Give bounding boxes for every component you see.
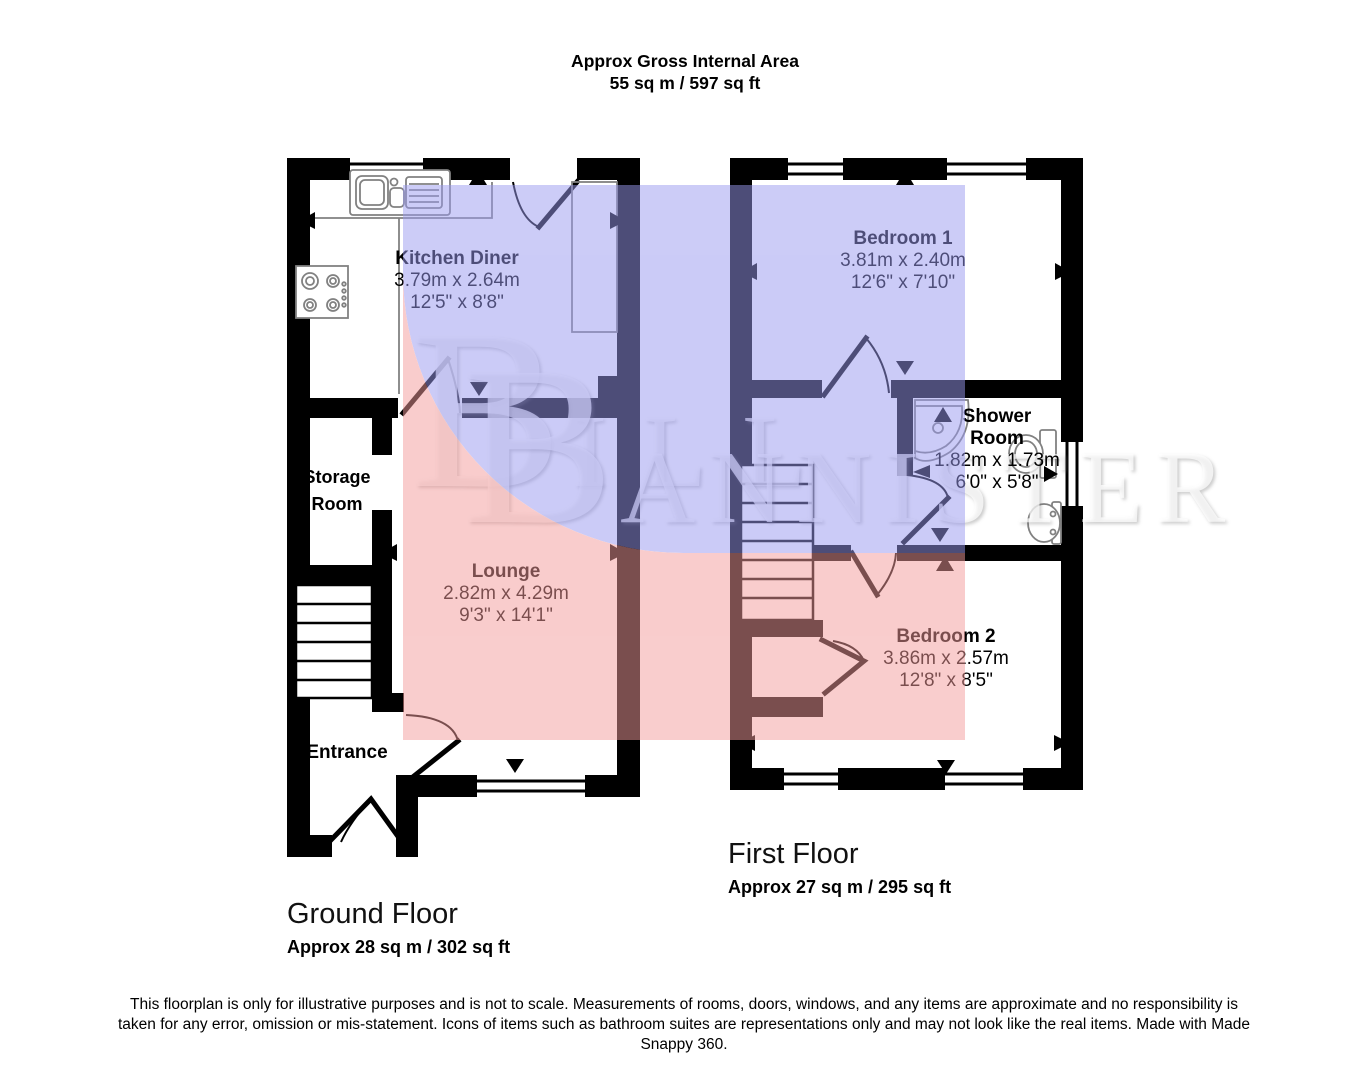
- marker-down-icon: [506, 759, 524, 773]
- ground-floor-stairs: [294, 583, 374, 700]
- kitchen-lounge-door-swing: [447, 358, 461, 414]
- first-floor-plan: [730, 158, 1083, 790]
- lounge-entrance-door-leaf: [405, 737, 462, 784]
- marker-left-icon: [381, 544, 397, 561]
- marker-up-icon: [469, 170, 487, 185]
- bedroom1-door-swing: [865, 337, 890, 394]
- bedroom1-door-leaf: [820, 334, 870, 399]
- kitchen-cupboard: [571, 181, 618, 333]
- kitchen-back-door-swing: [512, 181, 540, 228]
- marker-right-icon: [1054, 735, 1070, 751]
- landing-closet-door-leaves: [818, 636, 869, 697]
- ground-floor-doors: [327, 178, 581, 846]
- marker-down-icon: [470, 382, 488, 396]
- first-floor-stairs: [739, 463, 815, 622]
- kitchen-lounge-door-leaf: [399, 355, 452, 417]
- bedroom2-door-swing: [876, 552, 897, 596]
- first-floor-windows: [784, 158, 1083, 790]
- marker-right-icon: [1055, 263, 1071, 280]
- marker-left-icon: [299, 212, 315, 229]
- kitchen-hob-icon: [295, 265, 349, 319]
- shower-room-door-swing: [906, 474, 949, 499]
- front-door-swing: [340, 798, 372, 843]
- ground-floor-walls: [287, 158, 640, 857]
- marker-down-icon: [931, 528, 949, 542]
- lounge-entrance-door-swing: [405, 714, 459, 742]
- marker-up-icon: [896, 170, 914, 185]
- marker-right-icon: [1044, 466, 1058, 482]
- marker-down-icon: [937, 760, 955, 774]
- ground-floor-plan: [287, 158, 640, 857]
- marker-down-icon: [896, 361, 914, 375]
- kitchen-sink-icon: [349, 169, 451, 216]
- kitchen-fixtures: [295, 169, 618, 394]
- basin-icon: [1027, 501, 1062, 545]
- bedroom2-door-leaf: [848, 549, 881, 599]
